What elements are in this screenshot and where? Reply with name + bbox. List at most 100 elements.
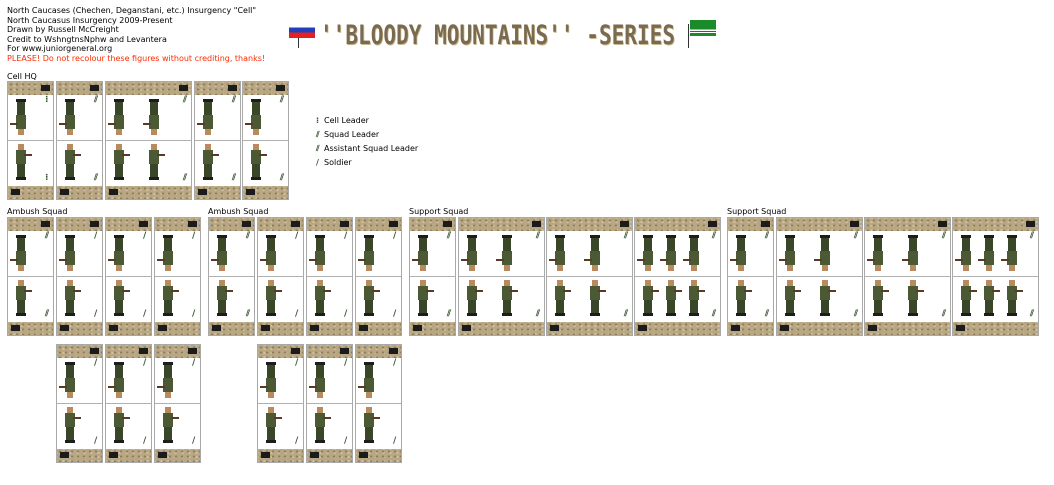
rank-insignia-icon: / (94, 231, 98, 241)
soldier-figure (660, 235, 678, 271)
base-mark-icon (868, 325, 877, 331)
rank-insignia-icon: / (393, 309, 397, 319)
card-base-top (106, 82, 191, 95)
figure-card[interactable]: // (154, 217, 201, 336)
soldier-figure (142, 99, 161, 135)
rank-insignia-icon: ⫽ (183, 95, 188, 105)
fold-line (307, 276, 352, 277)
figure-card[interactable]: ⁝⁝ (7, 81, 54, 200)
base-mark-icon (261, 452, 270, 458)
legend-item: ⫽Squad Leader (316, 128, 418, 142)
card-base-top (195, 82, 240, 95)
soldier-figure (161, 280, 179, 316)
figure-card[interactable]: ⫽⫽ (952, 217, 1039, 336)
card-base-bottom (243, 186, 288, 199)
figure-card[interactable]: ⫽⫽ (105, 81, 192, 200)
soldier-figure (309, 362, 327, 398)
fold-line (356, 276, 401, 277)
figure-card[interactable]: // (257, 217, 304, 336)
base-mark-icon (340, 221, 349, 227)
soldier-figure (664, 280, 682, 316)
figure-card[interactable]: ⫽⫽ (634, 217, 721, 336)
base-mark-icon (276, 85, 285, 91)
figure-card[interactable]: ⫽⫽ (776, 217, 863, 336)
card-base-bottom (410, 322, 455, 335)
soldier-figure (108, 235, 126, 271)
credit-line: North Caucases (Chechen, Deganstani, etc… (7, 6, 257, 15)
rank-insignia-icon: ⫽ (94, 173, 99, 183)
figure-card[interactable]: ⫽⫽ (56, 81, 103, 200)
figure-card[interactable]: ⫽⫽ (7, 217, 54, 336)
soldier-figure (813, 235, 832, 271)
figure-card[interactable]: // (355, 217, 402, 336)
figure-card[interactable]: ⫽⫽ (208, 217, 255, 336)
base-mark-icon (198, 189, 207, 195)
figure-card[interactable]: // (306, 344, 353, 463)
card-base-top (106, 345, 151, 358)
rank-insignia-icon: / (192, 231, 196, 241)
figure-card[interactable]: // (355, 344, 402, 463)
card-base-bottom (155, 449, 200, 462)
figure-card[interactable]: // (56, 344, 103, 463)
card-base-bottom (547, 322, 632, 335)
base-mark-icon (731, 325, 740, 331)
figure-card[interactable]: // (56, 217, 103, 336)
base-mark-icon (532, 221, 541, 227)
figure-card[interactable]: // (154, 344, 201, 463)
card-base-bottom (356, 449, 401, 462)
card-base-top (57, 218, 102, 231)
rank-insignia-icon: ⫽ (624, 231, 629, 241)
card-base-bottom (777, 322, 862, 335)
legend-item: ⁝Cell Leader (316, 114, 418, 128)
warning-text: PLEASE! Do not recolour these figures wi… (7, 53, 266, 63)
card-base-bottom (155, 322, 200, 335)
card-base-top (777, 218, 862, 231)
base-mark-icon (179, 85, 188, 91)
figure-card[interactable]: ⫽⫽ (409, 217, 456, 336)
fold-line (209, 276, 254, 277)
base-mark-icon (638, 325, 647, 331)
soldier-figure (1005, 280, 1023, 316)
base-mark-icon (389, 348, 398, 354)
soldier-figure (63, 407, 81, 443)
figure-card[interactable]: // (105, 217, 152, 336)
card-base-top (155, 345, 200, 358)
figure-card[interactable]: ⫽⫽ (194, 81, 241, 200)
soldier-figure (249, 144, 267, 180)
figure-card[interactable]: ⫽⫽ (727, 217, 774, 336)
figure-card[interactable]: ⫽⫽ (546, 217, 633, 336)
figure-card[interactable]: ⫽⫽ (242, 81, 289, 200)
figure-card[interactable]: ⫽⫽ (864, 217, 951, 336)
fold-line (865, 276, 950, 277)
fold-line (243, 140, 288, 141)
figure-card[interactable]: // (105, 344, 152, 463)
base-mark-icon (462, 325, 471, 331)
rank-insignia-icon: / (295, 309, 299, 319)
section-label-cell-hq: Cell HQ (7, 72, 37, 81)
card-base-bottom (258, 322, 303, 335)
soldier-figure (157, 235, 175, 271)
card-base-bottom (459, 322, 544, 335)
figure-card[interactable]: ⫽⫽ (458, 217, 545, 336)
soldier-figure (157, 362, 175, 398)
soldier-figure (978, 235, 996, 271)
rank-insignia-icon: / (295, 231, 299, 241)
card-base-top (865, 218, 950, 231)
card-base-bottom (106, 322, 151, 335)
rank-insignia-icon: / (344, 358, 348, 368)
legend-item: /Soldier (316, 156, 418, 170)
base-mark-icon (60, 452, 69, 458)
soldier-figure (309, 235, 327, 271)
rank-insignia-icon: ⫽ (712, 309, 717, 319)
figure-card[interactable]: // (306, 217, 353, 336)
soldier-figure (10, 235, 28, 271)
card-base-bottom (57, 322, 102, 335)
soldier-figure (14, 144, 32, 180)
rank-insignia-icon: ⫽ (447, 231, 452, 241)
card-base-top (953, 218, 1038, 231)
section-label-ambush-squad: Ambush Squad (208, 207, 269, 216)
figure-card[interactable]: // (257, 344, 304, 463)
soldier-figure (1001, 235, 1019, 271)
base-mark-icon (109, 325, 118, 331)
card-base-top (356, 345, 401, 358)
